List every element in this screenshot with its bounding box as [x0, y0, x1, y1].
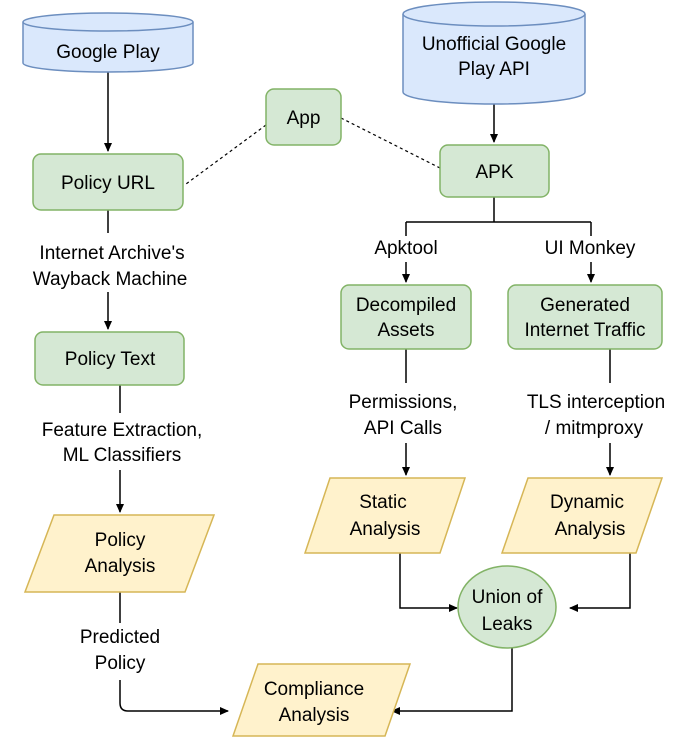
- google-play-label: Google Play: [56, 42, 160, 63]
- cylinder-unofficial-api: Unofficial Google Play API: [402, 1, 586, 105]
- box-decompiled-assets: Decompiled Assets: [340, 284, 472, 350]
- decompiled-assets-label-line1: Decompiled: [356, 295, 456, 316]
- union-of-leaks-label-line1: Union of: [472, 587, 543, 608]
- edge-predicted-compliance: [119, 680, 229, 715]
- apktool-label: Apktool: [374, 238, 437, 259]
- generated-traffic-label-line1: Generated: [540, 295, 630, 316]
- box-app: App: [265, 88, 342, 146]
- edge-apk-split: [405, 197, 592, 236]
- compliance-analysis-label-line1: Compliance: [264, 679, 364, 700]
- predicted-policy-label-line2: Policy: [95, 653, 146, 674]
- tls-label-line2: / mitmproxy: [545, 418, 644, 439]
- wayback-label-line1: Internet Archive's: [39, 243, 184, 264]
- dynamic-analysis-label-line1: Dynamic: [550, 492, 624, 513]
- data-dynamic-analysis: Dynamic Analysis: [500, 477, 664, 554]
- box-generated-traffic: Generated Internet Traffic: [507, 284, 663, 350]
- permissions-label-line1: Permissions,: [349, 392, 458, 413]
- edge-app-apk-dashed: [340, 117, 441, 169]
- edges: [104, 72, 631, 715]
- policy-url-label: Policy URL: [61, 173, 155, 194]
- edge-union-compliance: [391, 648, 513, 715]
- edge-dynamic-union: [569, 553, 631, 612]
- union-of-leaks-label-line2: Leaks: [482, 614, 533, 635]
- unofficial-api-label-line2: Play API: [458, 59, 530, 80]
- cylinder-google-play: Google Play: [22, 12, 194, 73]
- tls-label-line1: TLS interception: [527, 392, 665, 413]
- compliance-analysis-label-line2: Analysis: [279, 705, 350, 726]
- data-compliance-analysis: Compliance Analysis: [231, 663, 412, 737]
- policy-text-label: Policy Text: [65, 349, 156, 370]
- unofficial-api-label-line1: Unofficial Google: [422, 34, 566, 55]
- decompiled-assets-label-line2: Assets: [377, 320, 434, 341]
- edge-static-union: [399, 553, 458, 612]
- data-policy-analysis: Policy Analysis: [23, 514, 216, 593]
- data-static-analysis: Static Analysis: [303, 477, 467, 554]
- apk-label: APK: [475, 162, 513, 183]
- box-apk: APK: [439, 144, 550, 198]
- static-analysis-label-line2: Analysis: [350, 519, 421, 540]
- box-policy-text: Policy Text: [34, 331, 185, 386]
- policy-analysis-label-line2: Analysis: [85, 556, 156, 577]
- predicted-policy-label-line1: Predicted: [80, 627, 160, 648]
- dynamic-analysis-label-line2: Analysis: [555, 519, 626, 540]
- permissions-label-line2: API Calls: [364, 418, 442, 439]
- generated-traffic-label-line2: Internet Traffic: [524, 320, 645, 341]
- feature-extraction-label-line2: ML Classifiers: [63, 445, 182, 466]
- policy-analysis-label-line1: Policy: [95, 530, 146, 551]
- ui-monkey-label: UI Monkey: [545, 238, 636, 259]
- static-analysis-label-line1: Static: [359, 492, 407, 513]
- edge-app-policyurl-dashed: [185, 124, 267, 185]
- edge-labels: Internet Archive's Wayback Machine Apkto…: [33, 238, 665, 674]
- wayback-label-line2: Wayback Machine: [33, 269, 188, 290]
- app-label: App: [287, 108, 321, 129]
- feature-extraction-label-line1: Feature Extraction,: [42, 420, 203, 441]
- box-policy-url: Policy URL: [32, 153, 184, 211]
- ellipse-union-of-leaks: Union of Leaks: [457, 565, 557, 649]
